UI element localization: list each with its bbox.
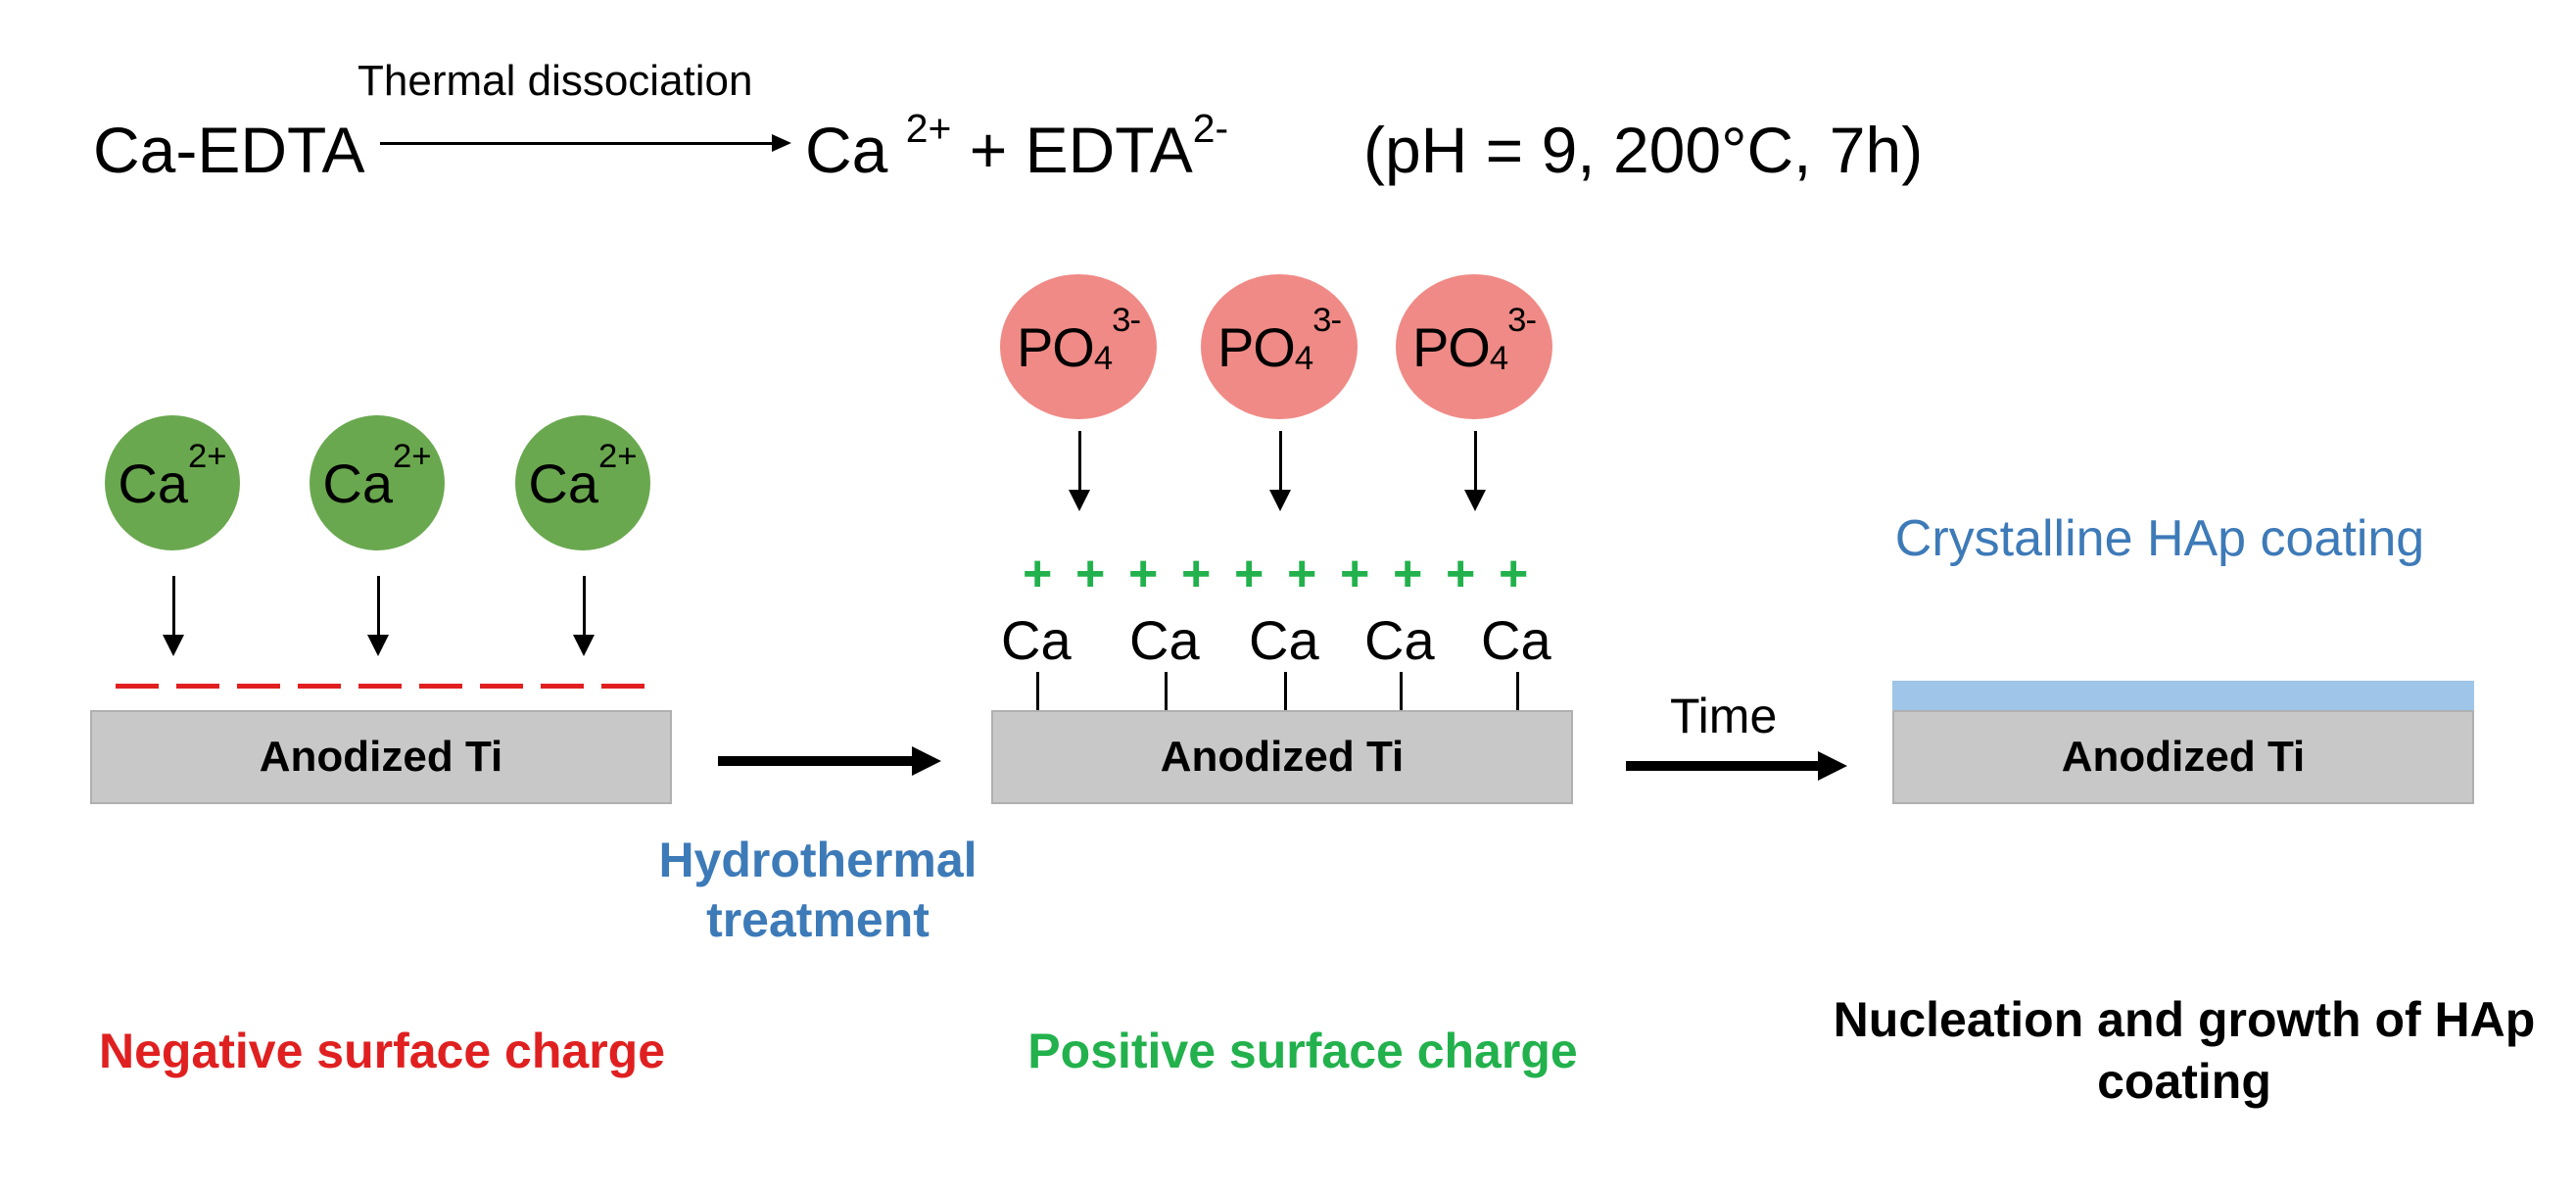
positive-charge-plus: + — [1181, 546, 1212, 602]
thermal-dissociation-label: Thermal dissociation — [358, 57, 753, 105]
reaction-products: Ca 2+ + EDTA2- — [805, 109, 1228, 182]
positive-charge-plus: + — [1446, 546, 1476, 602]
caption-positive-surface-charge: Positive surface charge — [1027, 1024, 1578, 1078]
surface-ca-atom: Ca — [1001, 609, 1072, 671]
negative-charge-dash — [116, 684, 159, 689]
reaction-conditions: (pH = 9, 200°C, 7h) — [1363, 114, 1924, 186]
down-arrow-icon — [573, 576, 595, 656]
positive-charge-plus: + — [1023, 546, 1053, 602]
product-edta: EDTA — [1025, 114, 1193, 186]
hydrothermal-treatment-label: Hydrothermal treatment — [658, 833, 978, 947]
negative-charge-dash — [480, 684, 523, 689]
down-arrow-icon — [1269, 431, 1291, 511]
down-arrow-icon — [1069, 431, 1090, 511]
hap-coating-layer — [1892, 681, 2474, 710]
hydrothermal-arrow — [718, 746, 941, 776]
negative-charge-dash — [237, 684, 280, 689]
ca-bond-line — [1400, 672, 1403, 711]
negative-charge-dash — [176, 684, 219, 689]
negative-charge-dash — [541, 684, 584, 689]
time-label: Time — [1670, 689, 1778, 743]
surface-ca-atom: Ca — [1481, 609, 1551, 671]
caption-negative-surface-charge: Negative surface charge — [98, 1024, 666, 1078]
ca-bond-line — [1516, 672, 1519, 711]
product-edta-charge: 2- — [1192, 106, 1229, 152]
reactant-ca-edta: Ca-EDTA — [93, 114, 365, 186]
positive-charge-plus: + — [1128, 546, 1159, 602]
time-arrow — [1626, 751, 1847, 781]
surface-ca-atom: Ca — [1249, 609, 1319, 671]
product-plus: + — [969, 114, 1008, 186]
substrate-anodized-ti-3: Anodized Ti — [1892, 710, 2474, 804]
ca-bond-line — [1284, 672, 1287, 711]
reaction-arrow — [380, 134, 791, 152]
reaction-arrowhead-icon — [772, 134, 791, 152]
negative-charge-dash — [298, 684, 341, 689]
surface-ca-atom: Ca — [1129, 609, 1200, 671]
substrate-anodized-ti-1: Anodized Ti — [90, 710, 672, 804]
product-ca: Ca — [805, 114, 888, 186]
substrate-anodized-ti-2: Anodized Ti — [991, 710, 1573, 804]
ca-bond-line — [1165, 672, 1168, 711]
down-arrow-icon — [163, 576, 184, 656]
down-arrow-icon — [1464, 431, 1486, 511]
positive-charge-plus: + — [1234, 546, 1264, 602]
positive-charge-plus: + — [1075, 546, 1106, 602]
caption-nucleation-growth: Nucleation and growth of HAp coating — [1833, 992, 2536, 1109]
negative-charge-dash — [601, 684, 644, 689]
crystalline-hap-coating-label: Crystalline HAp coating — [1894, 510, 2425, 567]
positive-charge-plus: + — [1287, 546, 1317, 602]
ca-bond-line — [1036, 672, 1039, 711]
positive-charge-plus: + — [1499, 546, 1529, 602]
surface-ca-atom: Ca — [1364, 609, 1435, 671]
down-arrow-icon — [367, 576, 389, 656]
negative-charge-dash — [419, 684, 462, 689]
positive-charge-plus: + — [1393, 546, 1423, 602]
negative-charge-dash — [358, 684, 402, 689]
positive-charge-plus: + — [1340, 546, 1370, 602]
product-ca-charge: 2+ — [905, 106, 952, 152]
